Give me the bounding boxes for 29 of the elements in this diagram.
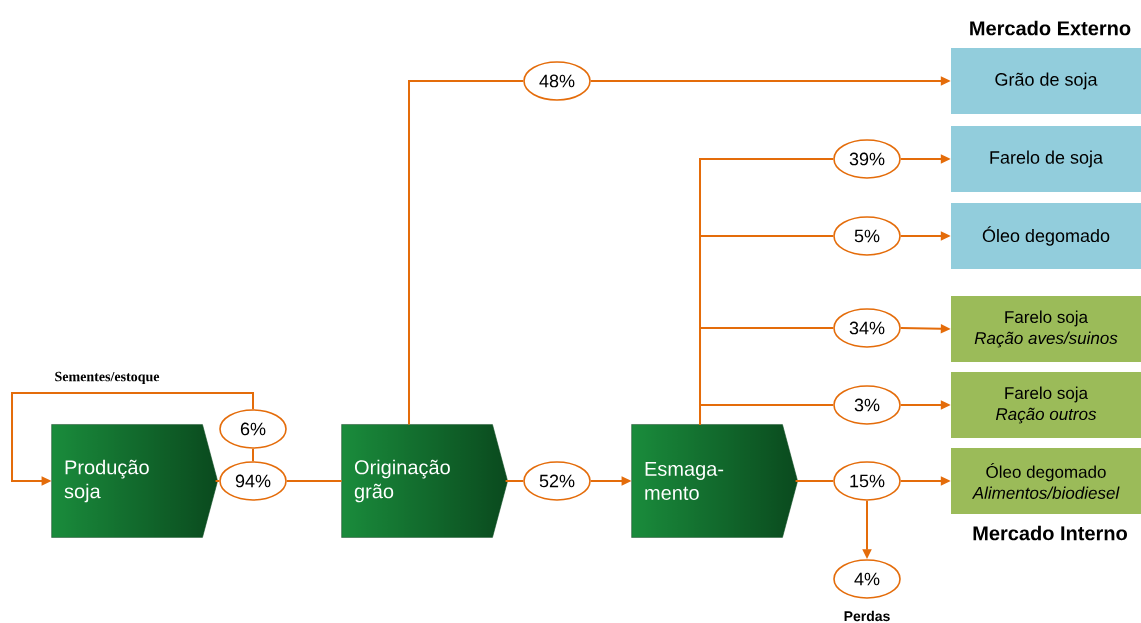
node-label: Perdas xyxy=(844,610,890,622)
process-chevron: Produção soja xyxy=(51,424,218,538)
connector-line xyxy=(214,480,221,482)
percentage-oval: 3% xyxy=(833,385,901,425)
percentage-oval: 4% xyxy=(833,559,901,599)
connector-line xyxy=(252,447,254,463)
percentage-oval: 48% xyxy=(523,61,591,101)
percentage-oval: 39% xyxy=(833,139,901,179)
process-chevron: Esmaga- mento xyxy=(631,424,798,538)
product-box: Farelo soja Ração aves/suinos xyxy=(951,296,1141,362)
connector-line xyxy=(794,480,835,482)
percentage-oval: 52% xyxy=(523,461,591,501)
percentage-oval: 6% xyxy=(219,409,287,449)
product-box: Farelo de soja xyxy=(951,126,1141,192)
product-box: Grão de soja xyxy=(951,48,1141,114)
product-box: Óleo degomado xyxy=(951,203,1141,269)
product-box: Farelo soja Ração outros xyxy=(951,372,1141,438)
percentage-oval: 5% xyxy=(833,216,901,256)
connector-line xyxy=(285,480,343,482)
connector-line xyxy=(408,80,525,426)
connector-line xyxy=(504,480,525,482)
percentage-oval: 15% xyxy=(833,461,901,501)
percentage-oval: 94% xyxy=(219,461,287,501)
product-box: Óleo degomado Alimentos/biodiesel xyxy=(951,448,1141,514)
percentage-oval: 34% xyxy=(833,308,901,348)
connector-line xyxy=(699,404,835,426)
edge-label: Sementes/estoque xyxy=(53,370,161,386)
arrow xyxy=(11,392,254,486)
process-chevron: Originação grão xyxy=(341,424,508,538)
